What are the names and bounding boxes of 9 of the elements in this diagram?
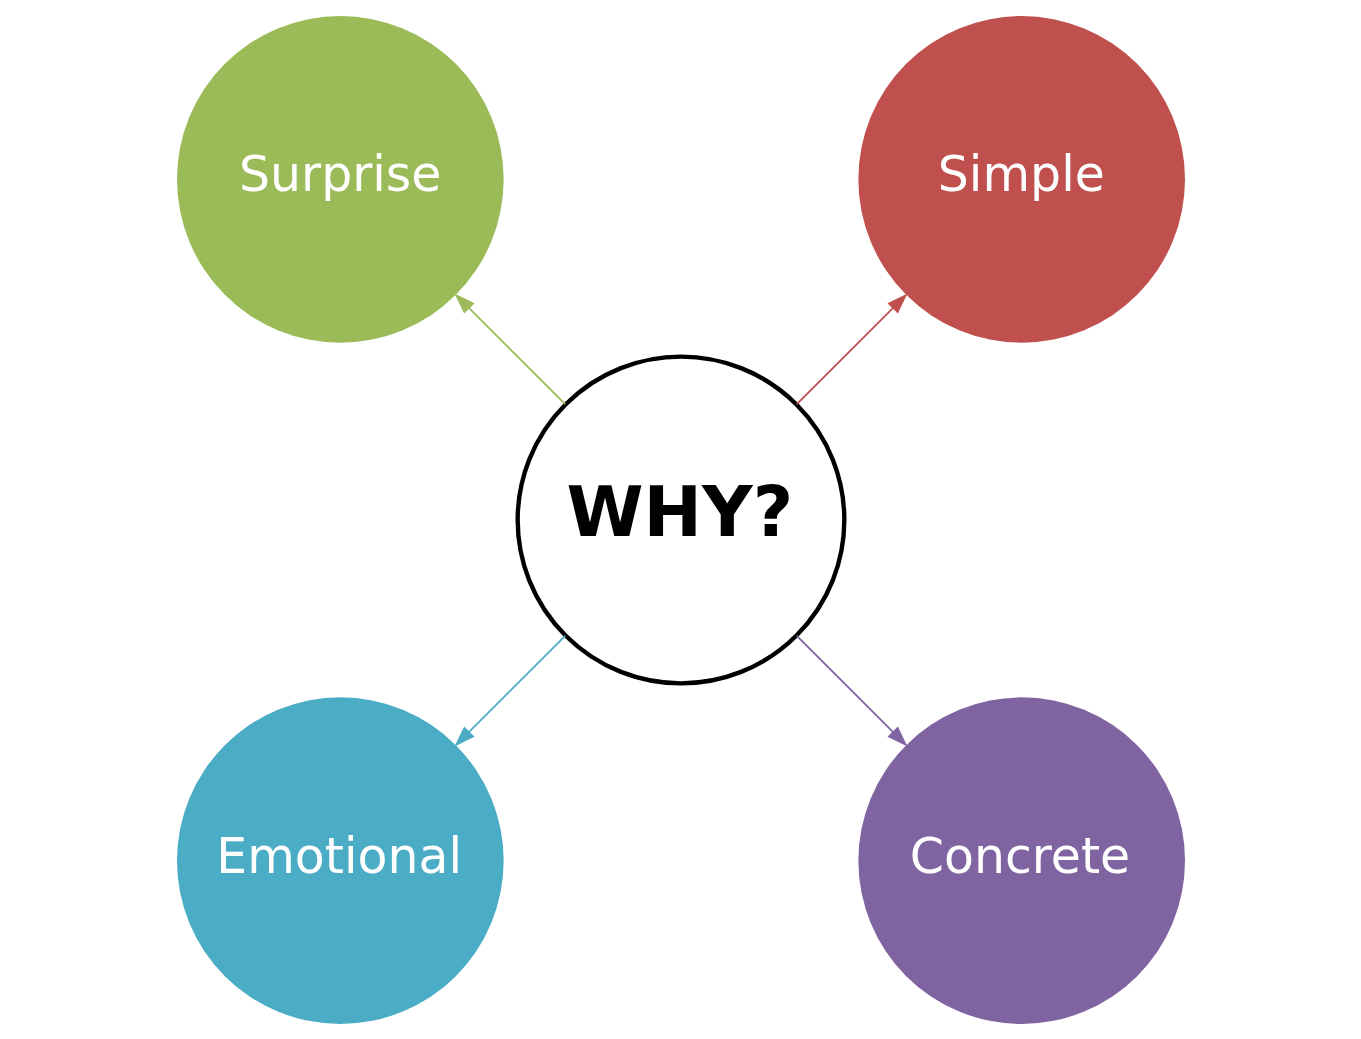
arrow	[795, 634, 907, 746]
node-circle: Emotional	[176, 696, 504, 1024]
arrow	[454, 634, 566, 746]
node-circle: Surprise	[176, 15, 504, 343]
arrow	[454, 293, 566, 405]
node-circle: Simple	[857, 15, 1185, 343]
node-circle: WHY?	[515, 354, 846, 685]
node-circle: Concrete	[857, 696, 1185, 1024]
arrow	[795, 293, 907, 405]
